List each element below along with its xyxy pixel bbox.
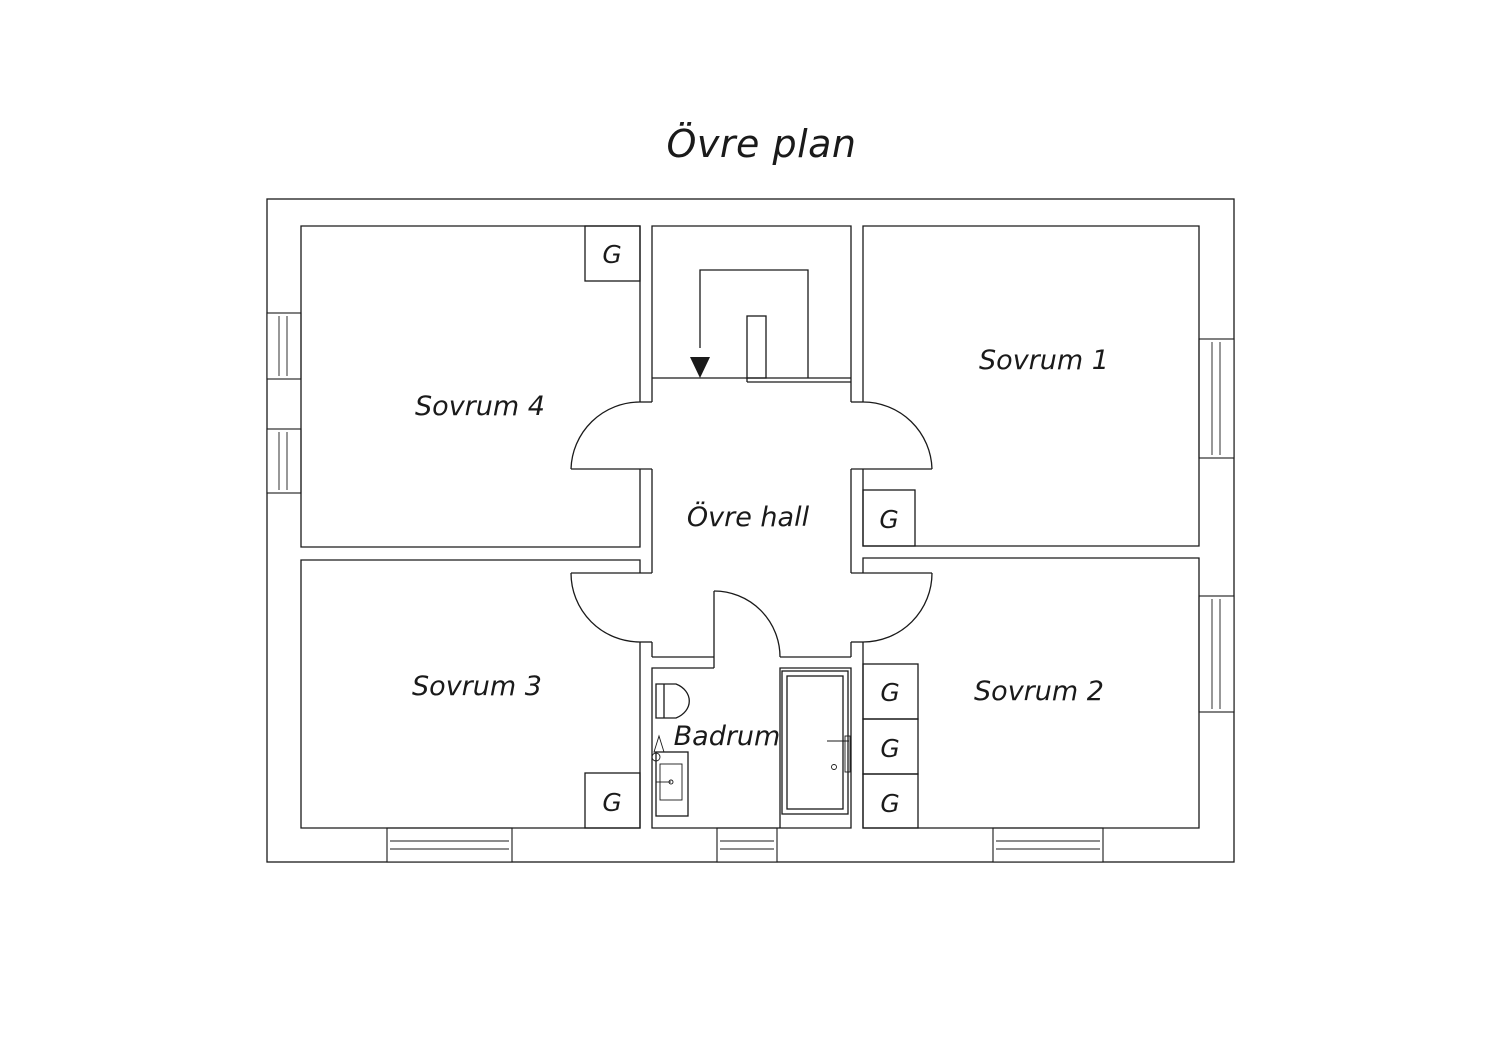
label-sovrum-2: Sovrum 2 — [974, 676, 1104, 707]
closet-label: G — [879, 505, 898, 534]
closet-sovrum-3: G — [584, 772, 641, 829]
bathtub-icon — [781, 670, 851, 815]
room-ovre-hall — [651, 469, 852, 658]
door-sovrum-1[interactable] — [851, 401, 933, 470]
stairwell — [651, 225, 852, 402]
window-left-lower — [266, 428, 302, 494]
door-badrum[interactable] — [713, 590, 781, 668]
closet-label: G — [880, 789, 899, 818]
closet-label: G — [602, 788, 621, 817]
door-sovrum-2[interactable] — [851, 572, 933, 643]
window-bottom-left — [386, 827, 513, 863]
page-title: Övre plan — [666, 122, 857, 166]
closet-label: G — [602, 240, 621, 269]
closet-sovrum-1: G — [862, 489, 916, 547]
door-sovrum-4[interactable] — [570, 401, 652, 470]
label-sovrum-1: Sovrum 1 — [979, 345, 1109, 376]
door-sovrum-3[interactable] — [570, 572, 652, 643]
closet-label: G — [880, 734, 899, 763]
window-right-lower — [1198, 595, 1235, 713]
windows — [266, 312, 1235, 863]
window-left-upper — [266, 312, 302, 380]
label-sovrum-4: Sovrum 4 — [415, 391, 545, 422]
closet-label: G — [880, 678, 899, 707]
closet-sovrum-2-bottom: G — [862, 773, 919, 829]
window-bottom-right — [992, 827, 1104, 863]
label-ovre-hall: Övre hall — [687, 501, 810, 533]
window-right-upper — [1198, 338, 1235, 459]
outer-wall — [266, 198, 1235, 863]
label-sovrum-3: Sovrum 3 — [412, 671, 542, 702]
closet-sovrum-4: G — [584, 225, 641, 282]
toilet-icon — [655, 683, 690, 719]
stair-arrow-icon — [690, 357, 710, 378]
window-bottom-bath — [716, 827, 778, 863]
room-badrum — [651, 667, 852, 829]
label-badrum: Badrum — [674, 721, 781, 752]
sink-icon — [651, 734, 689, 817]
